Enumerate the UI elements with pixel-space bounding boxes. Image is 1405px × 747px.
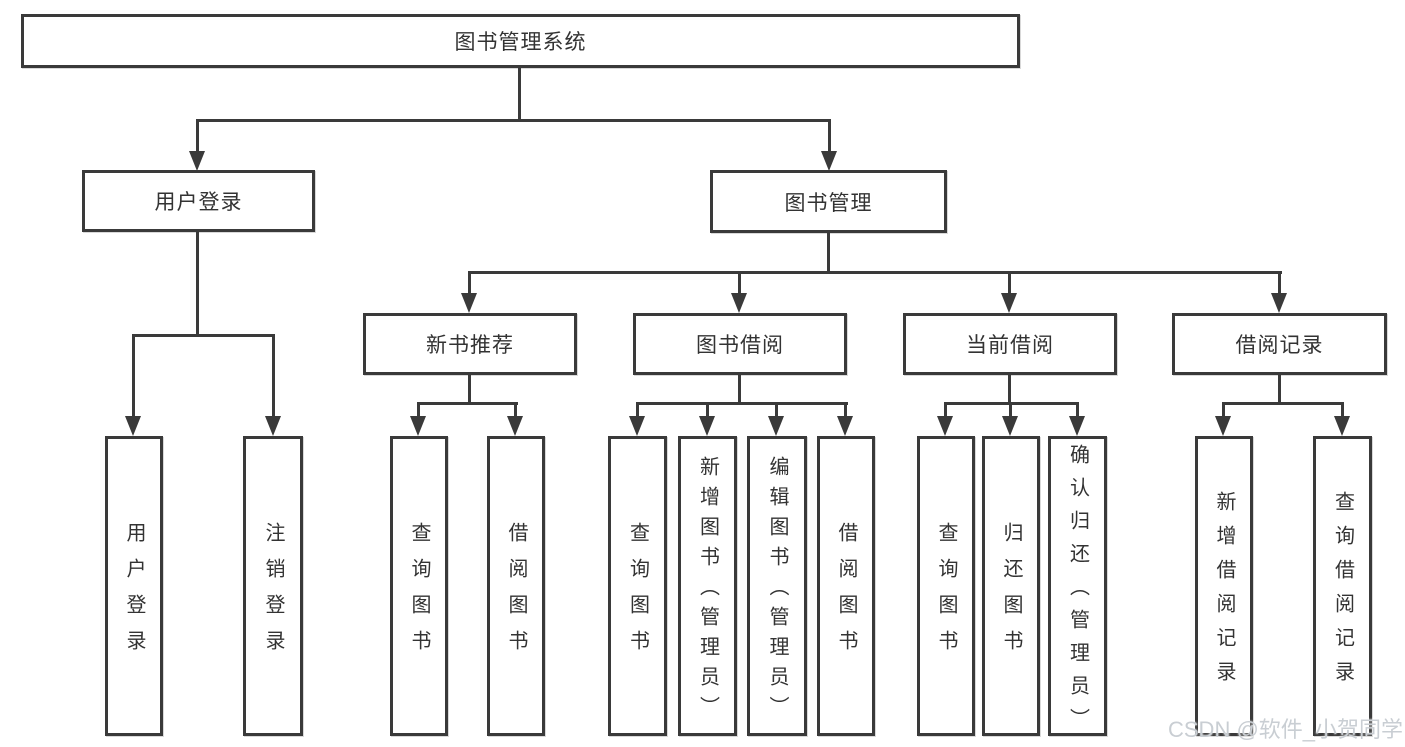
connector-drop-leaf	[514, 402, 517, 418]
arrow-down	[731, 293, 747, 313]
arrow-down	[1271, 293, 1287, 313]
connector-root-stem	[518, 68, 521, 121]
arrow-down	[768, 416, 784, 436]
connector-drop-leaf	[944, 402, 947, 418]
arrow-down	[1001, 293, 1017, 313]
connector-user-login-rail	[132, 334, 275, 337]
node-label: 查询借阅记录	[1331, 491, 1354, 695]
leaf-logout: 注销登录	[243, 436, 303, 736]
node-label: 查询图书	[626, 522, 649, 666]
node-user-login: 用户登录	[82, 170, 315, 232]
connector-book-management-stem	[827, 233, 830, 274]
connector-drop-level3	[1008, 271, 1011, 295]
leaf-add-borrow-record: 新增借阅记录	[1195, 436, 1253, 736]
connector-drop-book-management	[828, 119, 831, 152]
connector-drop-leaf	[417, 402, 420, 418]
node-label: 新增借阅记录	[1213, 491, 1235, 695]
arrow-down	[189, 151, 205, 171]
connector-drop-user-login	[196, 119, 199, 152]
node-new-book-recommend: 新书推荐	[363, 313, 577, 375]
node-label: 当前借阅	[966, 334, 1054, 357]
node-label: 用户登录	[123, 522, 145, 666]
connector-drop-leaf	[1341, 402, 1344, 418]
connector-drop-leaf	[775, 402, 778, 418]
node-label: 借阅记录	[1235, 334, 1324, 357]
connector-recommend-stem	[468, 375, 471, 405]
connector-user-login-stem	[196, 232, 199, 337]
connector-current-stem	[1008, 375, 1011, 405]
node-label: 借阅图书	[505, 522, 527, 666]
connector-records-stem	[1278, 375, 1281, 405]
arrow-down	[837, 416, 853, 436]
leaf-edit-books-admin: 编辑图书（管理员）	[747, 436, 807, 736]
connector-drop-leaf	[272, 334, 275, 418]
connector-drop-leaf	[1009, 402, 1012, 418]
arrow-down	[507, 416, 523, 436]
leaf-user-login: 用户登录	[105, 436, 163, 736]
arrow-down	[1215, 416, 1231, 436]
node-label: 新增图书（管理员）	[696, 456, 719, 726]
connector-drop-leaf	[706, 402, 709, 418]
node-borrow-records: 借阅记录	[1172, 313, 1387, 375]
node-label: 图书管理系统	[454, 31, 587, 54]
leaf-query-books-borrow: 查询图书	[608, 436, 667, 736]
leaf-query-books-current: 查询图书	[917, 436, 975, 736]
arrow-down	[821, 151, 837, 171]
connector-drop-level3	[468, 271, 471, 295]
node-label: 查询图书	[935, 522, 957, 666]
leaf-query-books-recommend: 查询图书	[390, 436, 448, 736]
node-label: 查询图书	[408, 522, 430, 666]
arrow-down	[699, 416, 715, 436]
node-current-borrow: 当前借阅	[903, 313, 1117, 375]
node-label: 用户登录	[154, 191, 243, 214]
csdn-watermark: CSDN @软件_小贺同学	[1168, 717, 1404, 742]
leaf-borrow-books-recommend: 借阅图书	[487, 436, 545, 736]
leaf-borrow-books: 借阅图书	[817, 436, 875, 736]
connector-borrow-stem	[738, 375, 741, 405]
connector-drop-level3	[1278, 271, 1281, 295]
node-book-management: 图书管理	[710, 170, 947, 233]
arrow-down	[1002, 416, 1018, 436]
node-label: 新书推荐	[426, 334, 514, 357]
arrow-down	[1069, 416, 1085, 436]
connector-records-rail	[1222, 402, 1344, 405]
node-library-management-system: 图书管理系统	[21, 14, 1020, 68]
arrow-down	[125, 416, 141, 436]
arrow-down	[1334, 416, 1350, 436]
node-label: 图书借阅	[696, 334, 784, 357]
node-book-borrow: 图书借阅	[633, 313, 847, 375]
connector-drop-leaf	[844, 402, 847, 418]
connector-book-management-rail	[468, 271, 1282, 274]
node-label: 注销登录	[262, 522, 284, 666]
leaf-return-books: 归还图书	[982, 436, 1040, 736]
connector-drop-leaf	[132, 334, 135, 418]
leaf-add-books-admin: 新增图书（管理员）	[678, 436, 737, 736]
connector-drop-leaf	[1076, 402, 1079, 418]
connector-drop-leaf	[636, 402, 639, 418]
leaf-confirm-return-admin: 确认归还（管理员）	[1048, 436, 1107, 741]
connector-drop-level3	[738, 271, 741, 295]
node-label: 借阅图书	[835, 522, 857, 666]
node-label: 确认归还（管理员）	[1066, 444, 1089, 741]
node-label: 归还图书	[1000, 522, 1022, 666]
arrow-down	[461, 293, 477, 313]
node-label: 编辑图书（管理员）	[766, 456, 788, 726]
arrow-down	[265, 416, 281, 436]
arrow-down	[629, 416, 645, 436]
connector-recommend-rail	[417, 402, 518, 405]
arrow-down	[937, 416, 953, 436]
node-label: 图书管理	[784, 191, 873, 215]
connector-borrow-rail	[636, 402, 848, 405]
arrow-down	[410, 416, 426, 436]
connector-drop-leaf	[1222, 402, 1225, 418]
connector-root-rail	[196, 119, 831, 122]
leaf-query-borrow-record: 查询借阅记录	[1313, 436, 1372, 736]
